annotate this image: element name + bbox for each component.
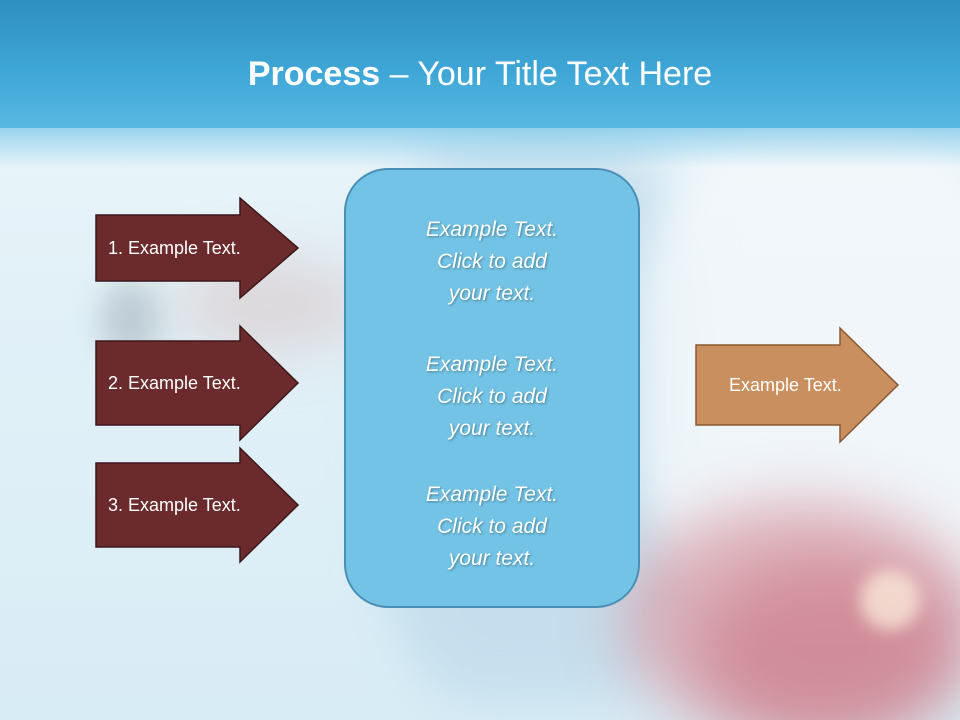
slide-title[interactable]: Process – Your Title Text Here (0, 52, 960, 96)
left-arrow-1-label: 1. Example Text. (108, 237, 241, 258)
left-arrow-3-label: 3. Example Text. (108, 494, 241, 515)
center-block-2: Example Text. Click to add your text. (346, 349, 638, 445)
background-light (860, 570, 920, 630)
title-rest: – Your Title Text Here (380, 55, 713, 93)
center-block-3-line-1: Example Text. (425, 483, 559, 506)
center-block-2-line-1: Example Text. (425, 353, 559, 376)
center-block-3-line-2: Click to add (437, 515, 547, 538)
center-block-3: Example Text. Click to add your text. (346, 479, 638, 575)
center-block-3-line-3: your text. (448, 547, 536, 570)
title-bar (0, 0, 960, 168)
title-strong: Process (247, 55, 381, 93)
center-block-1-line-3: your text. (448, 282, 536, 305)
right-arrow-label: Example Text. (729, 374, 842, 395)
center-block-1-line-1: Example Text. (425, 218, 559, 241)
center-block-2-line-2: Click to add (437, 385, 547, 408)
center-block-1: Example Text. Click to add your text. (346, 214, 638, 310)
center-text-box[interactable]: Example Text. Click to add your text. Ex… (344, 168, 640, 608)
center-block-1-line-2: Click to add (437, 250, 547, 273)
center-block-2-line-3: your text. (448, 417, 536, 440)
left-arrow-2-label: 2. Example Text. (108, 372, 241, 393)
